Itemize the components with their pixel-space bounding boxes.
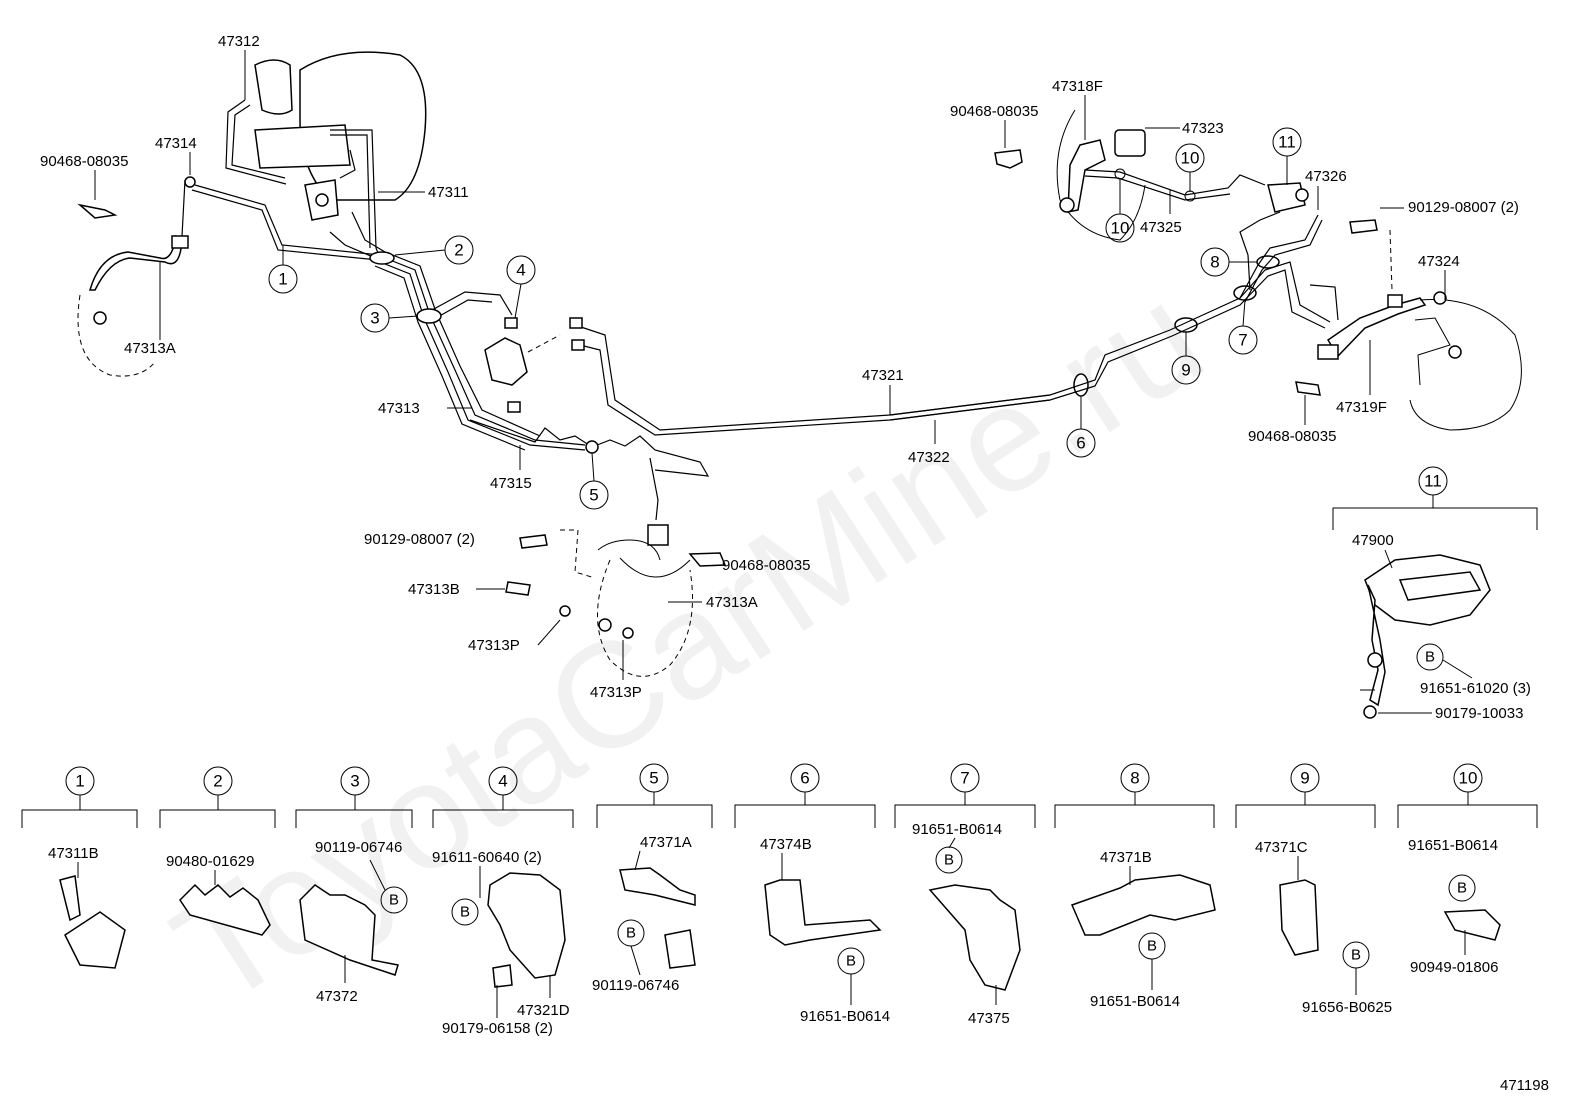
callouts: 1 2 3 4 5 6 7 8 9 10 10 11 (268, 127, 1302, 510)
group-headers: 1 2 3 4 5 6 7 8 9 10 11 (65, 466, 1483, 796)
label-47315: 47315 (490, 475, 532, 492)
label-47313a-bottom: 47313A (706, 594, 758, 611)
label-47374b: 47374B (760, 836, 812, 853)
label-47311b: 47311B (48, 845, 99, 862)
label-47313p-b: 47313P (590, 684, 642, 701)
part-labels: 47312 47314 90468-08035 47311 47313A 473… (40, 33, 1549, 1094)
label-91611: 91611-60640 (2) (432, 849, 542, 866)
figure-number: 471198 (1500, 1077, 1549, 1094)
callout-3: 3 (370, 309, 379, 328)
group-1: 1 (75, 772, 84, 791)
rear-left-brake (994, 109, 1146, 241)
label-47326: 47326 (1305, 168, 1347, 185)
b-marker-7: B (944, 852, 954, 869)
callout-4: 4 (516, 261, 525, 280)
label-47371a: 47371A (640, 834, 692, 851)
label-47323: 47323 (1182, 120, 1224, 137)
callout-9: 9 (1181, 361, 1190, 380)
callout-5: 5 (589, 486, 598, 505)
group-7: 7 (960, 769, 969, 788)
callout-10-top: 10 (1181, 149, 1200, 168)
label-47372: 47372 (316, 988, 358, 1005)
detail-part-sketches (59, 867, 1501, 991)
label-47322: 47322 (908, 449, 950, 466)
rear-right-brake (1295, 219, 1522, 431)
rear-brake-tubes (889, 169, 1339, 421)
label-91651-b0614-b: 91651-B0614 (912, 821, 1002, 838)
group-5: 5 (649, 769, 658, 788)
label-47371b: 47371B (1100, 849, 1152, 866)
b-marker-5: B (626, 925, 636, 942)
group-8: 8 (1130, 769, 1139, 788)
detail-group-brackets (21, 495, 1538, 828)
label-47324: 47324 (1418, 253, 1460, 270)
label-47313p-a: 47313P (468, 637, 520, 654)
group-9: 9 (1300, 769, 1309, 788)
callout-2: 2 (454, 241, 463, 260)
label-91651-b0614-d: 91651-B0614 (1408, 837, 1498, 854)
b-marker-valve: B (1425, 649, 1435, 666)
group-3: 3 (350, 772, 359, 791)
front-left-hose (77, 176, 196, 377)
master-cylinder-assembly (254, 51, 427, 221)
callout-10-bottom: 10 (1111, 219, 1130, 238)
label-47319f: 47319F (1336, 399, 1387, 416)
label-91651-b0614-a: 91651-B0614 (800, 1008, 890, 1025)
callout-11: 11 (1278, 133, 1296, 152)
callout-7: 7 (1238, 331, 1247, 350)
label-47371c: 47371C (1255, 839, 1308, 856)
b-marker-9: B (1351, 947, 1361, 964)
label-47313a-top: 47313A (124, 340, 176, 357)
label-90179-10033: 90179-10033 (1435, 705, 1523, 722)
group-2: 2 (213, 772, 222, 791)
label-90480: 90480-01629 (166, 853, 254, 870)
front-brake-tubes (191, 99, 1051, 521)
callout-8: 8 (1210, 253, 1219, 272)
front-right-brake (505, 524, 727, 677)
clip-90468-a (77, 203, 118, 219)
b-marker-3: B (389, 892, 399, 909)
label-90129-a: 90129-08007 (2) (364, 531, 475, 548)
group-11: 11 (1424, 472, 1442, 491)
b-markers: B B B B B B B B B B (369, 643, 1476, 1005)
label-47375: 47375 (968, 1010, 1010, 1027)
label-90949: 90949-01806 (1410, 959, 1498, 976)
callout-6: 6 (1076, 434, 1085, 453)
b-marker-6: B (846, 953, 856, 970)
label-47325: 47325 (1140, 219, 1182, 236)
load-sensing-valve (1267, 182, 1309, 213)
label-91651-61020: 91651-61020 (3) (1420, 680, 1531, 697)
label-47313: 47313 (378, 400, 420, 417)
callout-1: 1 (278, 270, 287, 289)
label-47321: 47321 (862, 367, 904, 384)
b-marker-10: B (1457, 880, 1467, 897)
label-47900: 47900 (1352, 532, 1394, 549)
label-91656: 91656-B0625 (1302, 999, 1392, 1016)
b-marker-4: B (460, 904, 470, 921)
label-90468-d: 90468-08035 (1248, 428, 1336, 445)
label-90119-a: 90119-06746 (315, 839, 402, 856)
label-47311: 47311 (428, 184, 469, 201)
label-90179-06158: 90179-06158 (2) (442, 1020, 553, 1037)
group-10: 10 (1459, 769, 1478, 788)
label-90468-b: 90468-08035 (722, 557, 810, 574)
three-way-union (484, 317, 585, 413)
label-91651-b0614-c: 91651-B0614 (1090, 993, 1180, 1010)
group-6: 6 (800, 769, 809, 788)
label-47318f: 47318F (1052, 78, 1103, 95)
label-90119-b: 90119-06746 (592, 977, 679, 994)
label-90129-b: 90129-08007 (2) (1408, 199, 1519, 216)
label-90468-c: 90468-08035 (950, 103, 1038, 120)
detail-11-valve (1332, 507, 1538, 719)
label-90468-a: 90468-08035 (40, 153, 128, 170)
group-4: 4 (498, 772, 507, 791)
label-47313b: 47313B (408, 581, 460, 598)
label-47314: 47314 (155, 135, 197, 152)
b-marker-8: B (1147, 938, 1157, 955)
label-47321d: 47321D (517, 1002, 570, 1019)
label-47312: 47312 (218, 33, 260, 50)
